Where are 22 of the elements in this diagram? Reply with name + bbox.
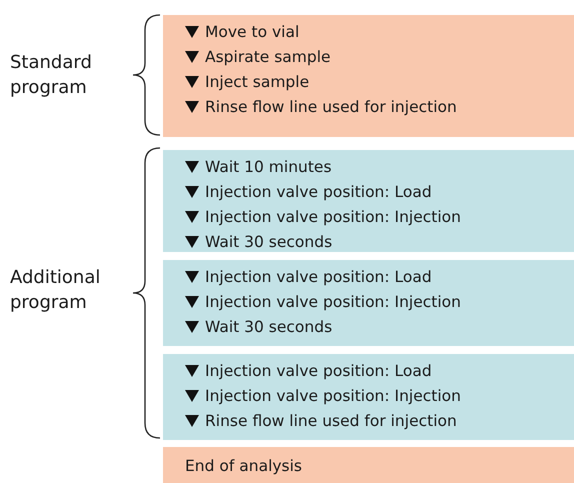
group-label: Additional program (10, 266, 102, 315)
step-text: Wait 10 minutes (205, 158, 332, 176)
step-text: Move to vial (205, 22, 300, 40)
step-text: Injection valve position: Injection (205, 208, 461, 226)
step-text: Wait 30 seconds (205, 232, 332, 250)
step-text: Wait 30 seconds (205, 318, 332, 336)
step-text: Rinse flow line used for injection (205, 98, 457, 116)
step-text: Injection valve position: Injection (205, 386, 461, 404)
step-text: Injection valve position: Load (205, 182, 432, 200)
step-panel (163, 260, 574, 346)
step-text: Inject sample (205, 72, 310, 90)
step-text: Rinse flow line used for injection (205, 412, 457, 430)
step-panel (163, 447, 574, 483)
end-text: End of analysis (185, 456, 302, 474)
step-text: Injection valve position: Load (205, 362, 432, 380)
step-text: Injection valve position: Injection (205, 292, 461, 310)
step-text: Injection valve position: Load (205, 268, 432, 286)
step-panel (163, 150, 574, 252)
step-text: Aspirate sample (205, 48, 331, 66)
step-panel (163, 354, 574, 440)
group-label: Standard program (10, 51, 93, 100)
step-panel (163, 15, 574, 137)
